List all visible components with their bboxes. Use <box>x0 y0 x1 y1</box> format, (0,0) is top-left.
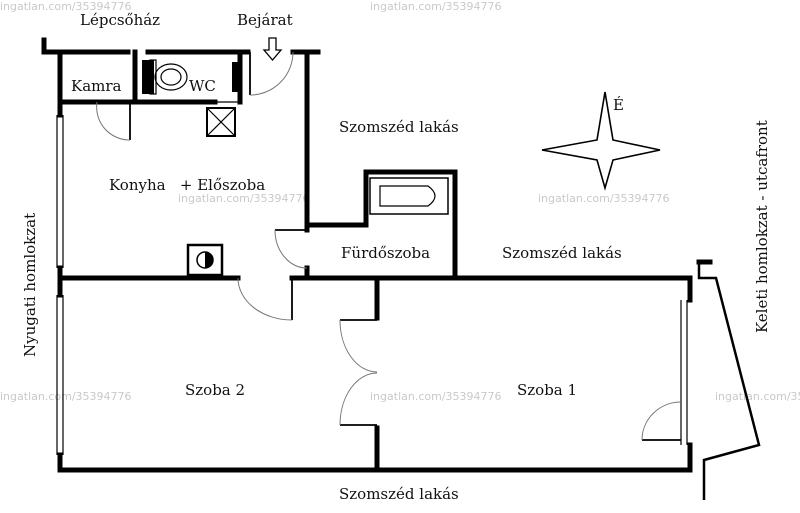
wall-top-left <box>41 37 131 55</box>
entrance-arrow-icon <box>262 37 283 62</box>
compass-star-icon <box>541 91 661 191</box>
wall-bathroom <box>304 169 458 281</box>
kitchen-hall-label: Konyha + Előszoba <box>109 176 265 194</box>
balcony-door-swing-icon <box>641 401 682 441</box>
watermark: ingatlan.com/35394776 <box>178 192 310 205</box>
watermark: ingatlan.com/35394776 <box>715 390 800 403</box>
double-door-top-swing-icon <box>339 319 378 373</box>
double-door-bottom-swing-icon <box>339 372 378 426</box>
north-label: É <box>613 96 624 114</box>
wc-sink-icon <box>232 62 240 92</box>
bathroom-door-swing-icon <box>274 229 308 269</box>
east-facade-outline <box>697 262 761 500</box>
watermarks: ingatlan.com/35394776 ingatlan.com/35394… <box>0 0 800 403</box>
toilet-cistern-icon <box>149 59 157 95</box>
toilet-seat-icon <box>160 68 182 86</box>
doors <box>96 37 682 441</box>
bathtub-basin-icon <box>379 185 436 207</box>
east-facade-label: Keleti homlokzat - utcafront <box>753 120 771 333</box>
walls <box>41 37 761 500</box>
compass-icon: É <box>541 91 661 191</box>
toilet-bowl-icon <box>154 63 188 91</box>
room2-door-swing-icon <box>237 277 293 321</box>
entrance-label: Bejárat <box>237 11 293 29</box>
toilet-tank-icon <box>142 60 154 94</box>
boiler-icon <box>186 243 224 277</box>
entrance-door-swing-icon <box>249 51 294 96</box>
bathtub-icon <box>369 177 449 215</box>
bathroom-label: Fürdőszoba <box>341 244 430 262</box>
room2-label: Szoba 2 <box>185 381 245 399</box>
watermark: ingatlan.com/35394776 <box>370 0 502 13</box>
watermark: ingatlan.com/35394776 <box>0 390 132 403</box>
west-facade-label: Nyugati homlokzat <box>21 213 39 357</box>
room-labels: Lépcsőház Bejárat Kamra WC Konyha + Elős… <box>21 11 771 503</box>
neighbor-mid-label: Szomszéd lakás <box>502 244 622 262</box>
pantry-label: Kamra <box>71 77 122 95</box>
neighbor-top-label: Szomszéd lakás <box>339 118 459 136</box>
watermark: ingatlan.com/35394776 <box>0 0 132 13</box>
boiler-dial-fill-icon <box>205 252 213 268</box>
wc-label: WC <box>189 77 216 95</box>
pantry-door-swing-icon <box>96 101 131 141</box>
staircase-label: Lépcsőház <box>80 11 160 29</box>
neighbor-bottom-label: Szomszéd lakás <box>339 485 459 503</box>
shaft-icon <box>206 107 236 137</box>
watermark: ingatlan.com/35394776 <box>370 390 502 403</box>
room1-label: Szoba 1 <box>517 381 577 399</box>
watermark: ingatlan.com/35394776 <box>538 192 670 205</box>
fixtures <box>142 59 449 277</box>
shaft-cross-icon <box>206 107 236 137</box>
